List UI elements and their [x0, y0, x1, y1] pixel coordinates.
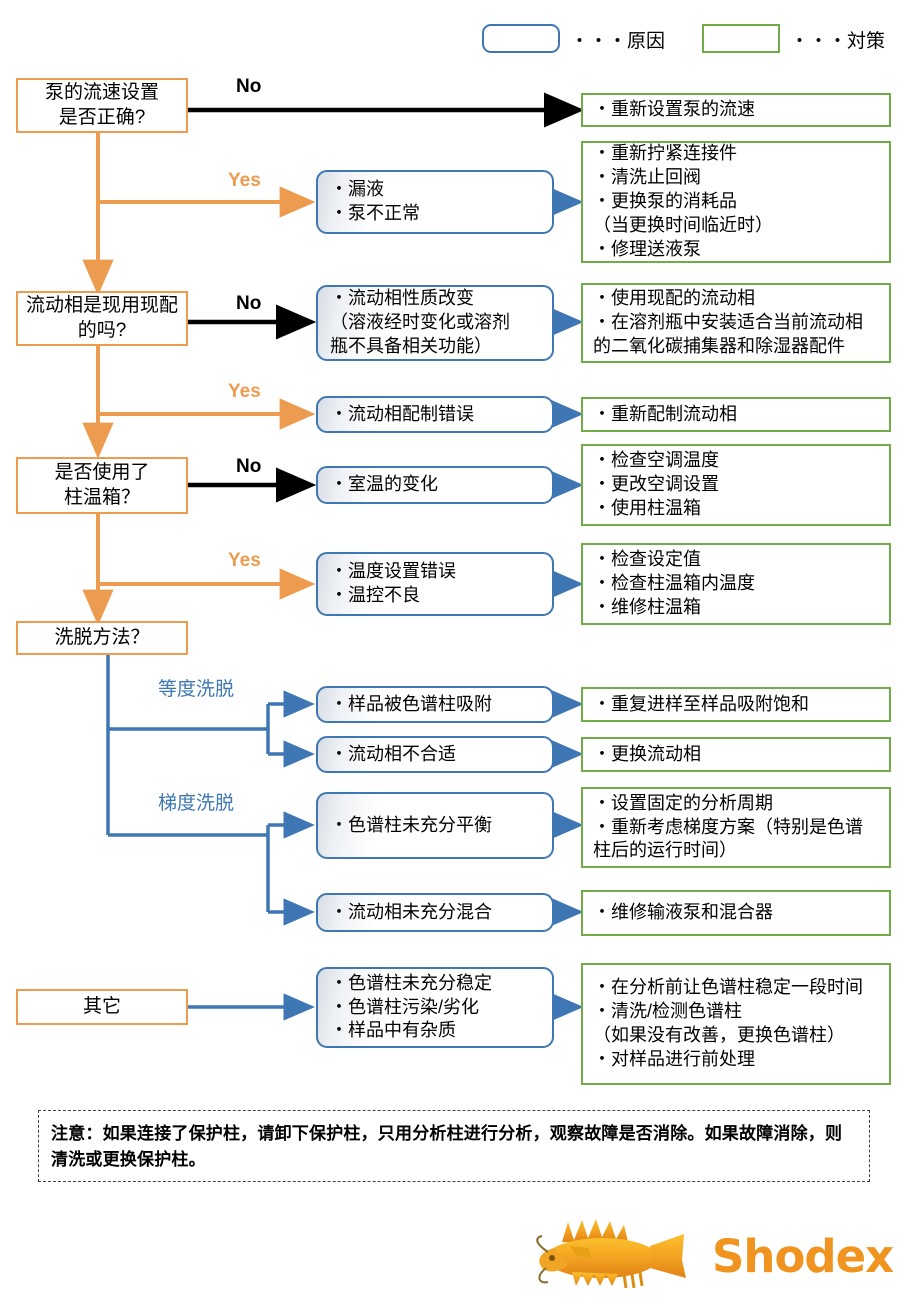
- note-text: 注意：如果连接了保护柱，请卸下保护柱，只用分析柱进行分析，观察故障是否消除。如果…: [51, 1124, 843, 1169]
- fix-line: ・重复进样至样品吸附饱和: [593, 693, 809, 714]
- legend-cause-chip: [482, 24, 560, 53]
- fix-oven-check[interactable]: ・检查设定值 ・检查柱温箱内温度 ・维修柱温箱: [581, 543, 891, 625]
- branch-label-isocratic: 等度洗脱: [158, 679, 235, 700]
- fix-line: 柱后的运行时间）: [593, 840, 737, 861]
- fix-ac-check[interactable]: ・检查空调温度 ・更改空调设置 ・使用柱温箱: [581, 444, 891, 526]
- cause-line: ・色谱柱未充分平衡: [330, 814, 492, 835]
- cause-line: ・色谱柱未充分稳定: [330, 972, 492, 993]
- legend-fix-chip: [702, 24, 780, 53]
- fix-line: ・重新拧紧连接件: [593, 143, 737, 164]
- fix-line: ・使用柱温箱: [593, 497, 701, 518]
- fix-line: （当更换时间临近时）: [593, 214, 773, 235]
- fix-reset-flow-rate[interactable]: ・重新设置泵的流速: [581, 93, 891, 127]
- legend-cause-label: ・・・原因: [570, 31, 666, 52]
- cause-line: ・漏液: [330, 179, 384, 200]
- cause-line: ・样品中有杂质: [330, 1020, 456, 1041]
- cause-line: ・流动相不合适: [330, 743, 456, 764]
- branch-label-gradient: 梯度洗脱: [158, 793, 235, 814]
- cause-line: ・色谱柱污染/劣化: [330, 996, 480, 1017]
- fix-line: ・维修输液泵和混合器: [593, 902, 773, 923]
- decision-other[interactable]: 其它: [16, 989, 188, 1025]
- cause-line: ・室温的变化: [330, 474, 438, 495]
- fix-line: ・重新设置泵的流速: [593, 99, 755, 120]
- branch-label-yes-1: Yes: [228, 170, 261, 191]
- fix-pump-service[interactable]: ・重新拧紧连接件 ・清洗止回阀 ・更换泵的消耗品 （当更换时间临近时） ・修理送…: [581, 141, 891, 263]
- branch-label-yes-3: Yes: [228, 550, 261, 571]
- fix-other-fixes[interactable]: ・在分析前让色谱柱稳定一段时间 ・清洗/检测色谱柱 （如果没有改善，更换色谱柱）…: [581, 963, 891, 1085]
- fix-line: ・清洗止回阀: [593, 167, 701, 188]
- decision-column-oven-line1: 是否使用了: [54, 461, 150, 483]
- shodex-logo: Shodex: [532, 1216, 894, 1296]
- cause-line: （溶液经时变化或溶剂: [330, 312, 510, 333]
- decision-column-oven[interactable]: 是否使用了 柱温箱？: [16, 457, 188, 514]
- decision-flow-rate-line1: 泵的流速设置: [44, 81, 159, 103]
- fix-line: ・更改空调设置: [593, 474, 719, 495]
- decision-column-oven-line2: 柱温箱？: [63, 486, 140, 508]
- branch-label-no-2: No: [236, 293, 262, 314]
- fish-logo-icon: [536, 1219, 686, 1289]
- branch-label-yes-2: Yes: [228, 381, 261, 402]
- decision-elution-line1: 洗脱方法？: [54, 626, 150, 648]
- decision-flow-rate[interactable]: 泵的流速设置 是否正确?: [16, 78, 188, 133]
- cause-line: ・泵不正常: [330, 203, 420, 223]
- fix-line: ・在溶剂瓶中安装适合当前流动相: [593, 312, 863, 333]
- cause-line: ・样品被色谱柱吸附: [330, 693, 492, 714]
- cause-pump-abnormal[interactable]: ・漏液 ・泵不正常: [316, 170, 554, 234]
- cause-sample-adsorbed[interactable]: ・样品被色谱柱吸附: [316, 686, 554, 723]
- fix-remake-mobile-phase[interactable]: ・重新配制流动相: [581, 397, 891, 432]
- decision-elution[interactable]: 洗脱方法？: [16, 621, 188, 655]
- fix-service-mixer[interactable]: ・维修输液泵和混合器: [581, 890, 891, 936]
- cause-temp-setting-bad[interactable]: ・温度设置错误 ・温控不良: [316, 552, 554, 616]
- cause-column-not-equilibrated[interactable]: ・色谱柱未充分平衡: [316, 792, 554, 859]
- fix-line: ・检查设定值: [593, 549, 701, 570]
- cause-mp-property-change[interactable]: ・流动相性质改变 （溶液经时变化或溶剂 瓶不具备相关功能）: [316, 285, 554, 361]
- legend-fix-label: ・・・対策: [790, 31, 886, 52]
- fix-line: ・更换流动相: [593, 743, 701, 764]
- cause-line: 瓶不具备相关功能）: [330, 335, 492, 356]
- fix-line: ・维修柱温箱: [593, 596, 701, 617]
- note-box: 注意：如果连接了保护柱，请卸下保护柱，只用分析柱进行分析，观察故障是否消除。如果…: [38, 1110, 870, 1182]
- fix-line: ・更换泵的消耗品: [593, 191, 737, 212]
- cause-other-causes[interactable]: ・色谱柱未充分稳定 ・色谱柱污染/劣化 ・样品中有杂质: [316, 967, 554, 1048]
- branch-label-no-3: No: [236, 456, 262, 477]
- cause-line: ・流动相配制错误: [330, 403, 474, 424]
- decision-mobile-phase-line2: 的吗?: [77, 319, 127, 341]
- fix-line: ・清洗/检测色谱柱: [593, 1001, 743, 1022]
- shodex-wordmark: Shodex: [712, 1229, 894, 1283]
- fix-change-mobile-phase[interactable]: ・更换流动相: [581, 737, 891, 772]
- fix-line: ・重新配制流动相: [593, 403, 737, 424]
- fix-line: ・设置固定的分析周期: [593, 792, 773, 813]
- cause-mp-prep-error[interactable]: ・流动相配制错误: [316, 396, 554, 433]
- cause-mp-unsuitable[interactable]: ・流动相不合适: [316, 736, 554, 773]
- decision-other-line1: 其它: [82, 995, 121, 1017]
- cause-line: ・流动相未充分混合: [330, 901, 492, 922]
- fix-fresh-mobile-phase[interactable]: ・使用现配的流动相 ・在溶剂瓶中安装适合当前流动相 的二氧化碳捕集器和除湿器配件: [581, 283, 891, 363]
- fix-line: ・检查柱温箱内温度: [593, 573, 755, 594]
- cause-line: ・温控不良: [330, 585, 420, 605]
- fix-line: ・在分析前让色谱柱稳定一段时间: [593, 977, 863, 998]
- decision-flow-rate-line2: 是否正确?: [58, 106, 146, 128]
- fix-line: ・修理送液泵: [593, 238, 701, 259]
- fix-repeat-injection[interactable]: ・重复进样至样品吸附饱和: [581, 687, 891, 722]
- fix-fixed-cycle[interactable]: ・设置固定的分析周期 ・重新考虑梯度方案（特别是色谱 柱后的运行时间）: [581, 787, 891, 868]
- branch-label-no-1: No: [236, 76, 262, 97]
- cause-line: ・流动相性质改变: [330, 288, 474, 309]
- decision-mobile-phase-line1: 流动相是现用现配: [25, 294, 178, 316]
- fix-line: （如果没有改善，更换色谱柱）: [593, 1025, 845, 1045]
- cause-line: ・温度设置错误: [330, 561, 456, 582]
- cause-room-temp-change[interactable]: ・室温的变化: [316, 466, 554, 504]
- decision-mobile-phase[interactable]: 流动相是现用现配 的吗?: [16, 291, 188, 346]
- fix-line: ・使用现配的流动相: [593, 288, 755, 309]
- fix-line: ・重新考虑梯度方案（特别是色谱: [593, 816, 863, 837]
- cause-mp-not-mixed[interactable]: ・流动相未充分混合: [316, 893, 554, 932]
- fix-line: 的二氧化碳捕集器和除湿器配件: [593, 335, 845, 356]
- fix-line: ・对样品进行前处理: [593, 1048, 755, 1069]
- fix-line: ・检查空调温度: [593, 450, 719, 471]
